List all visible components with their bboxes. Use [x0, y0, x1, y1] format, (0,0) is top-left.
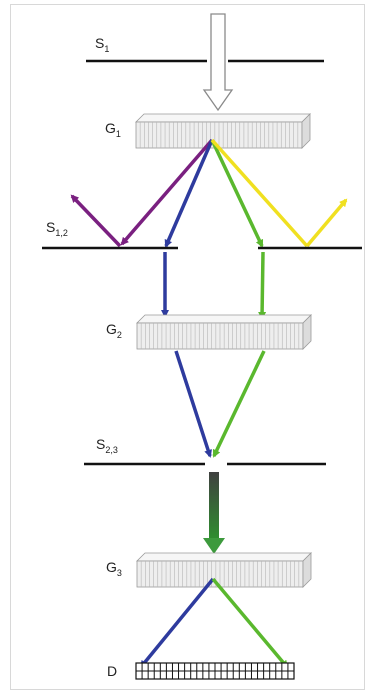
grating-g2	[136, 314, 312, 350]
label-s12: S1,2	[46, 219, 68, 238]
figure-frame	[10, 4, 365, 690]
incident-beam-arrow-icon	[202, 13, 234, 112]
grating-g3	[136, 552, 312, 588]
ray-green-s12-g2	[258, 251, 267, 320]
label-s1: S1	[95, 35, 109, 54]
ray-blue-g3-d	[139, 577, 215, 669]
label-g3: G3	[106, 559, 122, 578]
ray-yellow-up	[305, 198, 348, 248]
label-g1: G1	[105, 120, 121, 139]
ray-green-g1	[210, 139, 264, 248]
ray-blue-g2-s23	[174, 350, 212, 458]
exit-beam	[209, 472, 219, 540]
ray-green-g3-d	[211, 577, 289, 669]
label-d: D	[107, 663, 117, 679]
exit-beam-arrowhead	[203, 538, 225, 554]
grating-g1	[135, 113, 311, 149]
ray-blue-g1	[164, 139, 214, 248]
ray-green-g2-s23	[212, 350, 266, 458]
label-g2: G2	[106, 321, 122, 340]
label-s23: S2,3	[96, 436, 118, 455]
ray-yellow-down	[210, 138, 309, 248]
ray-purple-down	[120, 138, 214, 246]
detector-d	[135, 662, 295, 680]
ray-purple-up	[70, 194, 122, 248]
